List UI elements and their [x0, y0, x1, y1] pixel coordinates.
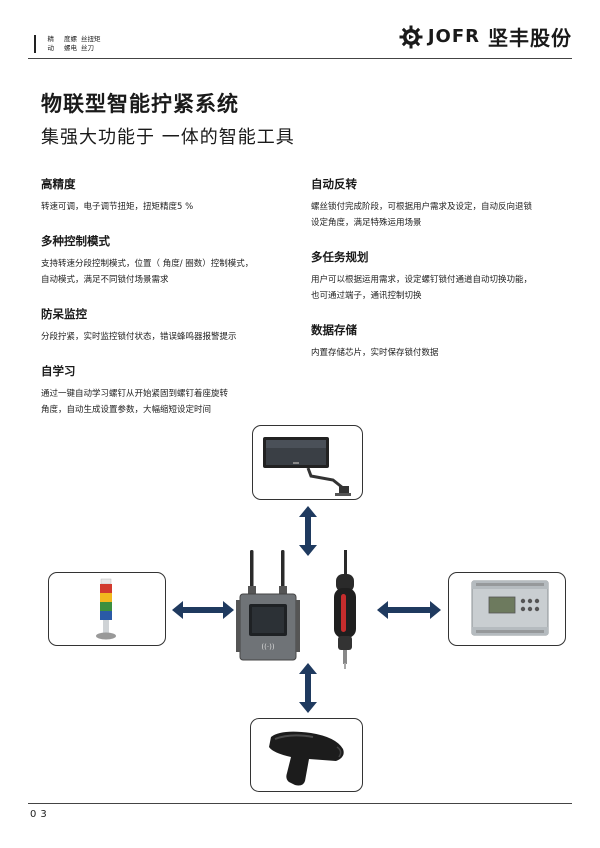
header-tag: 度 螺: [64, 35, 71, 53]
svg-text:((·)): ((·)): [261, 643, 274, 651]
gear-logo-icon: [399, 25, 423, 48]
barcode-scanner-box: [250, 718, 363, 792]
header-tag-bottom: 电: [70, 44, 78, 52]
header-tag-bottom: 丝刀: [81, 44, 94, 52]
logo-chinese: 坚丰股份: [488, 26, 572, 50]
feature-text: 转速可调，电子调节扭矩，扭矩精度5 %: [41, 202, 194, 212]
header-tags: 精 动 度 螺 螺 电 丝扭矩 丝刀: [34, 35, 111, 53]
feature-text: 螺丝锁付完成阶段，可根据用户需求及设定，自动反向退锁: [311, 202, 533, 212]
arrow-up-down-bottom-icon: [299, 663, 317, 713]
arrow-left-right-right-icon: [377, 601, 441, 619]
header-tag: 螺 电: [71, 35, 78, 53]
header-tag-top: 度: [64, 35, 71, 43]
feature-text: 用户可以根据运用需求，设定螺钉锁付通道自动切换功能，: [311, 275, 533, 285]
header-tag: 精 动: [48, 35, 55, 53]
header-rule: [28, 58, 572, 59]
signal-tower-box: [48, 572, 166, 646]
feature-control-modes: 多种控制模式 支持转速分段控制模式，位置（ 角度/ 圈数）控制模式， 自动模式，…: [41, 233, 296, 288]
feature-title: 自学习: [41, 364, 76, 378]
feature-foolproof-monitor: 防呆监控 分段拧紧，实时监控锁付状态，错误蜂鸣器报警提示: [41, 306, 296, 345]
feature-text: 也可通过端子，通讯控制切换: [311, 291, 422, 301]
feature-high-precision: 高精度 转速可调，电子调节扭矩，扭矩精度5 %: [41, 176, 296, 215]
feature-title: 防呆监控: [41, 307, 87, 321]
header-tag: 丝扭矩 丝刀: [81, 35, 101, 53]
feature-text: 设定角度，满足特殊运用场景: [311, 218, 422, 228]
header-tag-bottom: 螺: [64, 44, 71, 52]
page-number: 03: [30, 809, 51, 820]
feature-text: 支持转速分段控制模式，位置（ 角度/ 圈数）控制模式，: [41, 259, 254, 269]
monitor-box: [252, 425, 363, 500]
barcode-scanner-icon: [269, 731, 344, 786]
arrow-up-down-top-icon: [299, 506, 317, 556]
footer-rule: [28, 803, 572, 804]
feature-text: 角度，自动生成设置参数，大幅缩短设定时间: [41, 405, 212, 415]
feature-auto-reverse: 自动反转 螺丝锁付完成阶段，可根据用户需求及设定，自动反向退锁 设定角度，满足特…: [311, 176, 576, 231]
header-tag-top: 螺: [70, 35, 78, 43]
header-tag-top: 丝扭矩: [81, 35, 101, 43]
feature-title: 多种控制模式: [41, 234, 110, 248]
header-divider: [34, 35, 36, 53]
feature-self-learning: 自学习 通过一键自动学习螺钉从开始紧固到螺钉着座旋转 角度，自动生成设置参数，大…: [41, 363, 296, 418]
feature-multi-task: 多任务规划 用户可以根据运用需求，设定螺钉锁付通道自动切换功能， 也可通过端子，…: [311, 249, 576, 304]
controller-and-screwdriver-icon: ((·)): [236, 550, 356, 669]
signal-tower-icon: [96, 578, 116, 640]
monitor-icon: [263, 437, 351, 496]
feature-title: 数据存储: [311, 323, 357, 337]
feature-title: 自动反转: [311, 177, 357, 191]
logo-english: JOFR: [427, 26, 480, 47]
plc-box: [448, 572, 566, 646]
header-tag-bottom: 动: [47, 44, 55, 52]
feature-text: 通过一键自动学习螺钉从开始紧固到螺钉着座旋转: [41, 389, 229, 399]
feature-text: 自动模式，满足不同锁付场景需求: [41, 275, 169, 285]
plc-controller-icon: [471, 580, 549, 636]
company-logo: JOFR 坚丰股份: [399, 22, 572, 51]
header-tag-top: 精: [47, 35, 55, 43]
feature-text: 内置存储芯片，实时保存锁付数据: [311, 348, 439, 358]
feature-data-storage: 数据存储 内置存储芯片，实时保存锁付数据: [311, 322, 576, 361]
arrow-left-right-left-icon: [172, 601, 234, 619]
feature-text: 分段拧紧，实时监控锁付状态，错误蜂鸣器报警提示: [41, 332, 237, 342]
feature-title: 多任务规划: [311, 250, 369, 264]
feature-title: 高精度: [41, 177, 76, 191]
page-subtitle: 集强大功能于 一体的智能工具: [41, 127, 295, 148]
page-title: 物联型智能拧紧系统: [41, 92, 239, 116]
